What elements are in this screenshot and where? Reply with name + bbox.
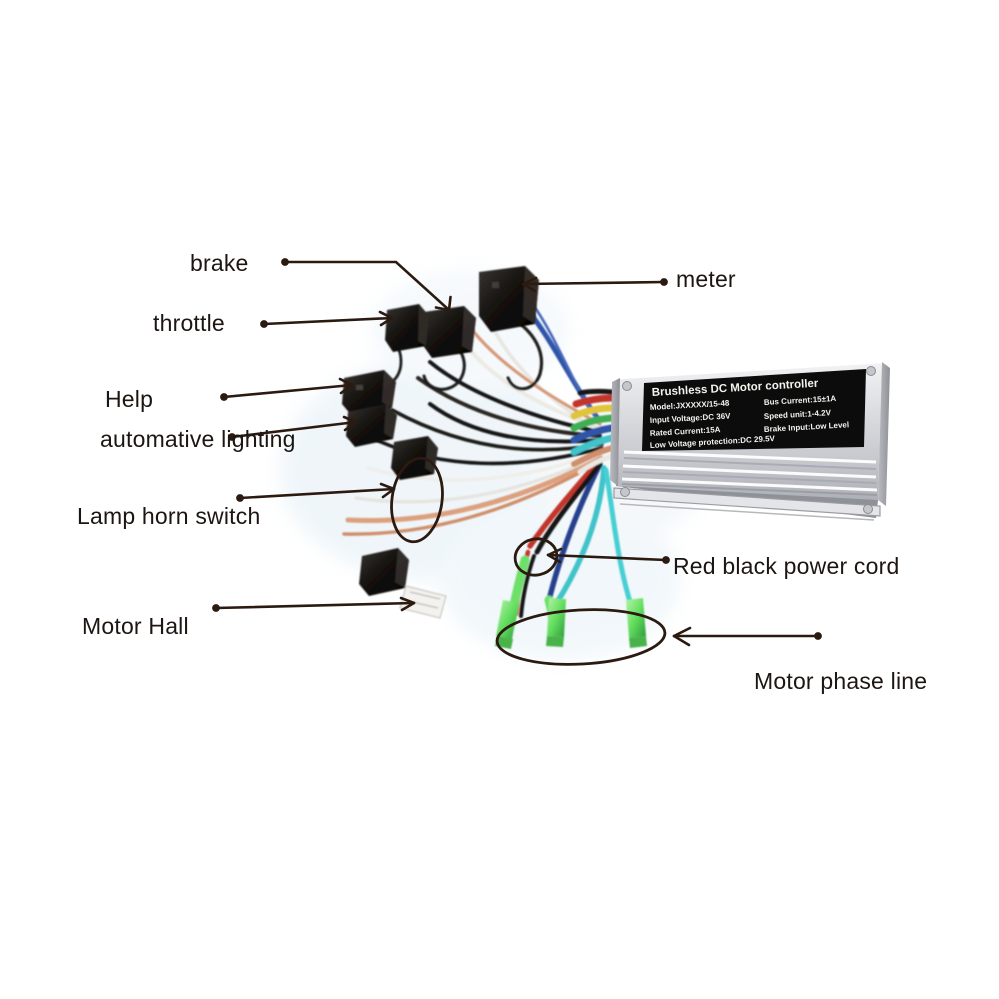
connector-phase-2 bbox=[546, 598, 566, 647]
controller-spec-r2: Speed unit:1-4.2V bbox=[764, 408, 832, 421]
callout-label-brake: brake bbox=[190, 250, 249, 276]
connector-brake bbox=[422, 306, 476, 358]
callout-label-lamp-horn-switch: Lamp horn switch bbox=[77, 503, 261, 529]
controller-body: Brushless DC Motor controller Model:JXXX… bbox=[610, 360, 890, 521]
callout-label-motor-hall: Motor Hall bbox=[82, 613, 189, 639]
callout-label-automative-lighting: automative lighting bbox=[100, 426, 296, 452]
connector-meter bbox=[479, 266, 539, 332]
callout-label-help: Help bbox=[105, 386, 154, 412]
connector-lamp-horn-switch bbox=[391, 436, 438, 480]
callout-label-motor-phase-line: Motor phase line bbox=[754, 668, 928, 694]
callout-label-meter: meter bbox=[676, 266, 736, 292]
callout-label-red-black-power-cord: Red black power cord bbox=[673, 553, 900, 579]
connector-help bbox=[342, 370, 396, 416]
controller-spec-plate bbox=[642, 369, 866, 451]
heatsink-fins bbox=[621, 450, 878, 496]
controller-spec-l1: Model:JXXXXX/15-48 bbox=[650, 399, 731, 412]
connector-throttle bbox=[385, 304, 429, 352]
controller-spec-l3: Rated Current:15A bbox=[650, 425, 721, 438]
connector-automative-lighting bbox=[346, 404, 397, 447]
controller-spec-r1: Bus Current:15±1A bbox=[764, 394, 837, 407]
callout-label-throttle: throttle bbox=[153, 310, 225, 336]
